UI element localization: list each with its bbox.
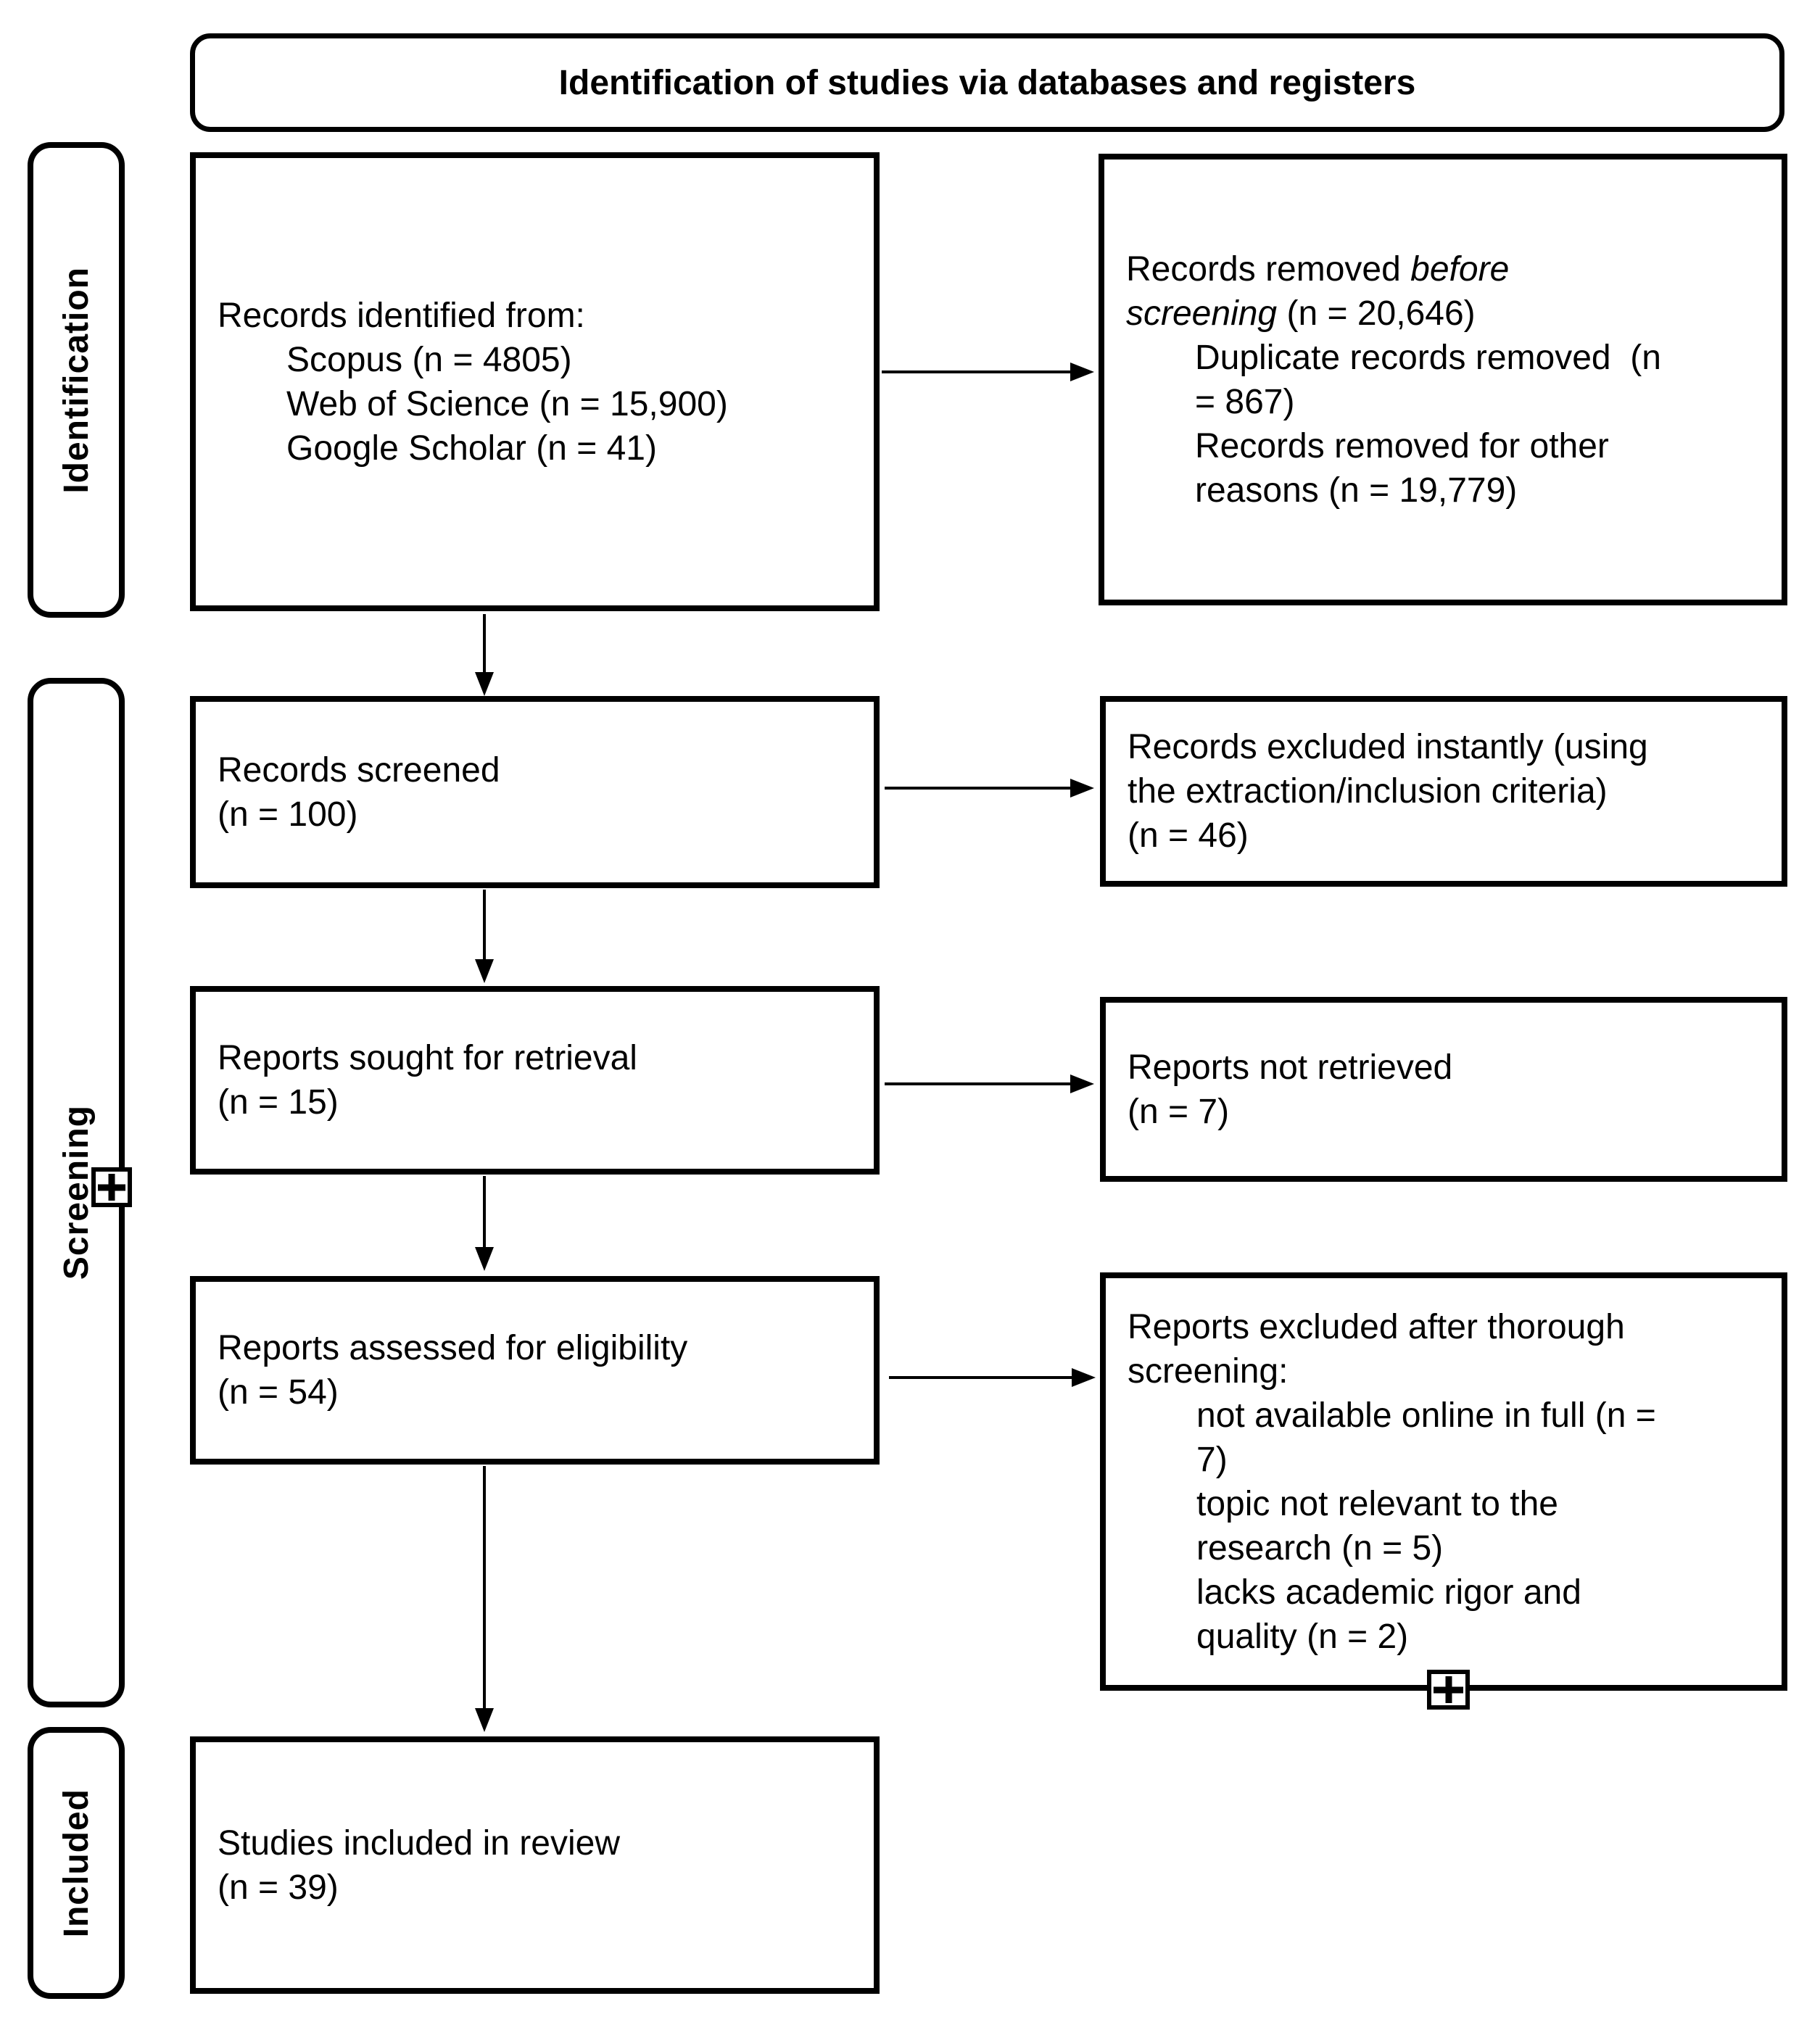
text-segment: research (n = 5)	[1196, 1528, 1444, 1567]
text-line: reasons (n = 19,779)	[1195, 468, 1764, 513]
text-line: Reports excluded after thorough	[1128, 1305, 1764, 1349]
arrowhead-down-icon	[475, 959, 494, 983]
text-segment: Scopus (n = 4805)	[286, 340, 572, 379]
arrowhead-right-icon	[1070, 1074, 1094, 1093]
text-segment: Reports assessed for eligibility	[218, 1329, 688, 1367]
text-segment: Reports not retrieved	[1128, 1048, 1453, 1087]
text-segment: not available online in full (n =	[1196, 1396, 1656, 1435]
arrowhead-down-icon	[475, 1708, 494, 1732]
text-segment: Records identified from:	[218, 296, 585, 335]
box-records-identified: Records identified from: Scopus (n = 4805…	[190, 152, 880, 611]
included-label: Included	[57, 1788, 96, 1938]
text-line: 7)	[1196, 1438, 1764, 1482]
text-segment: Records removed	[1126, 249, 1411, 289]
text-line: Records removed before	[1126, 247, 1764, 291]
text-segment: topic not relevant to the	[1196, 1484, 1558, 1523]
text-segment: (n = 39)	[218, 1868, 339, 1907]
text-line: (n = 54)	[218, 1370, 856, 1415]
text-line: Reports assessed for eligibility	[218, 1326, 856, 1370]
text-segment: = 867)	[1195, 382, 1295, 421]
arrow-assessed-to-excluded	[889, 1376, 1073, 1379]
text-segment: Google Scholar (n = 41)	[286, 428, 657, 468]
text-segment: reasons (n = 19,779)	[1195, 471, 1518, 510]
italic-text-segment: screening	[1126, 294, 1278, 333]
italic-text-segment: before	[1410, 249, 1510, 289]
arrow-identified-to-screened	[483, 614, 486, 674]
text-line: Google Scholar (n = 41)	[286, 426, 856, 471]
text-line: not available online in full (n =	[1196, 1393, 1764, 1438]
text-line: Scopus (n = 4805)	[286, 338, 856, 382]
text-line: Records removed for other	[1195, 424, 1764, 468]
screening-label: Screening	[57, 1105, 96, 1280]
text-segment: (n = 46)	[1128, 816, 1249, 855]
text-segment: Records excluded instantly (using	[1128, 728, 1648, 766]
text-line: Studies included in review	[218, 1821, 856, 1865]
arrow-sought-to-not-retrieved	[885, 1082, 1072, 1085]
box-studies-included-in-review: Studies included in review (n = 39)	[190, 1736, 880, 1994]
text-segment: (n = 7)	[1128, 1092, 1230, 1131]
identification-label: Identification	[57, 266, 96, 494]
arrow-assessed-to-included	[483, 1466, 486, 1710]
text-segment: 7)	[1196, 1440, 1228, 1479]
text-line: (n = 15)	[218, 1080, 856, 1125]
text-line: (n = 7)	[1128, 1090, 1764, 1134]
text-line: the extraction/inclusion criteria)	[1128, 769, 1764, 813]
text-line: (n = 39)	[218, 1865, 856, 1910]
text-line: screening:	[1128, 1349, 1764, 1393]
arrow-sought-to-assessed	[483, 1176, 486, 1249]
box-reports-excluded-after-screening: Reports excluded after thorough screening…	[1100, 1272, 1787, 1691]
text-segment: (n = 54)	[218, 1373, 339, 1412]
box-reports-sought-for-retrieval: Reports sought for retrieval (n = 15)	[190, 986, 880, 1175]
arrowhead-right-icon	[1072, 1368, 1096, 1387]
box-records-screened: Records screened (n = 100)	[190, 696, 880, 888]
text-line: lacks academic rigor and	[1196, 1570, 1764, 1615]
text-line: Records identified from:	[218, 294, 856, 338]
arrow-screened-to-excluded	[885, 787, 1072, 790]
text-line: Records excluded instantly (using	[1128, 725, 1764, 769]
arrowhead-down-icon	[475, 672, 494, 696]
arrowhead-right-icon	[1070, 779, 1094, 798]
text-line: Web of Science (n = 15,900)	[286, 382, 856, 426]
text-segment: Duplicate records removed (n	[1195, 338, 1661, 377]
text-segment: quality (n = 2)	[1196, 1617, 1409, 1656]
text-line: screening (n = 20,646)	[1126, 291, 1764, 336]
diagram-title: Identification of studies via databases …	[558, 63, 1416, 102]
box-reports-assessed-for-eligibility: Reports assessed for eligibility (n = 54)	[190, 1276, 880, 1465]
title-box: Identification of studies via databases …	[190, 33, 1784, 132]
text-segment: the extraction/inclusion criteria)	[1128, 772, 1608, 811]
sidebar-label-included: Included	[28, 1727, 125, 1999]
arrow-identified-to-removed	[882, 370, 1072, 373]
text-segment: Records screened	[218, 750, 500, 790]
text-segment: lacks academic rigor and	[1196, 1573, 1581, 1612]
text-line: topic not relevant to the	[1196, 1482, 1764, 1526]
box-records-excluded-instantly: Records excluded instantly (using the ext…	[1100, 696, 1787, 887]
plus-icon[interactable]	[1427, 1670, 1470, 1710]
text-line: = 867)	[1195, 380, 1764, 424]
text-line: (n = 46)	[1128, 813, 1764, 858]
text-line: quality (n = 2)	[1196, 1615, 1764, 1659]
arrowhead-right-icon	[1070, 363, 1094, 381]
text-segment: (n = 15)	[218, 1083, 339, 1122]
box-reports-not-retrieved: Reports not retrieved (n = 7)	[1100, 997, 1787, 1182]
text-segment: Records removed for other	[1195, 426, 1609, 465]
text-line: (n = 100)	[218, 792, 856, 837]
text-segment: Reports excluded after thorough	[1128, 1307, 1625, 1346]
sidebar-label-identification: Identification	[28, 142, 125, 618]
text-line: Duplicate records removed (n	[1195, 336, 1764, 380]
text-segment: Reports sought for retrieval	[218, 1039, 637, 1077]
text-line: Reports not retrieved	[1128, 1045, 1764, 1090]
text-segment: (n = 100)	[218, 795, 358, 834]
arrow-screened-to-sought	[483, 890, 486, 961]
arrowhead-down-icon	[475, 1247, 494, 1271]
text-segment: Web of Science (n = 15,900)	[286, 384, 728, 423]
text-segment: (n = 20,646)	[1277, 294, 1476, 333]
text-segment: screening:	[1128, 1351, 1289, 1391]
text-line: Reports sought for retrieval	[218, 1036, 856, 1080]
text-line: Records screened	[218, 748, 856, 792]
plus-icon[interactable]	[91, 1167, 132, 1207]
text-segment: Studies included in review	[218, 1823, 620, 1863]
text-line: research (n = 5)	[1196, 1526, 1764, 1570]
